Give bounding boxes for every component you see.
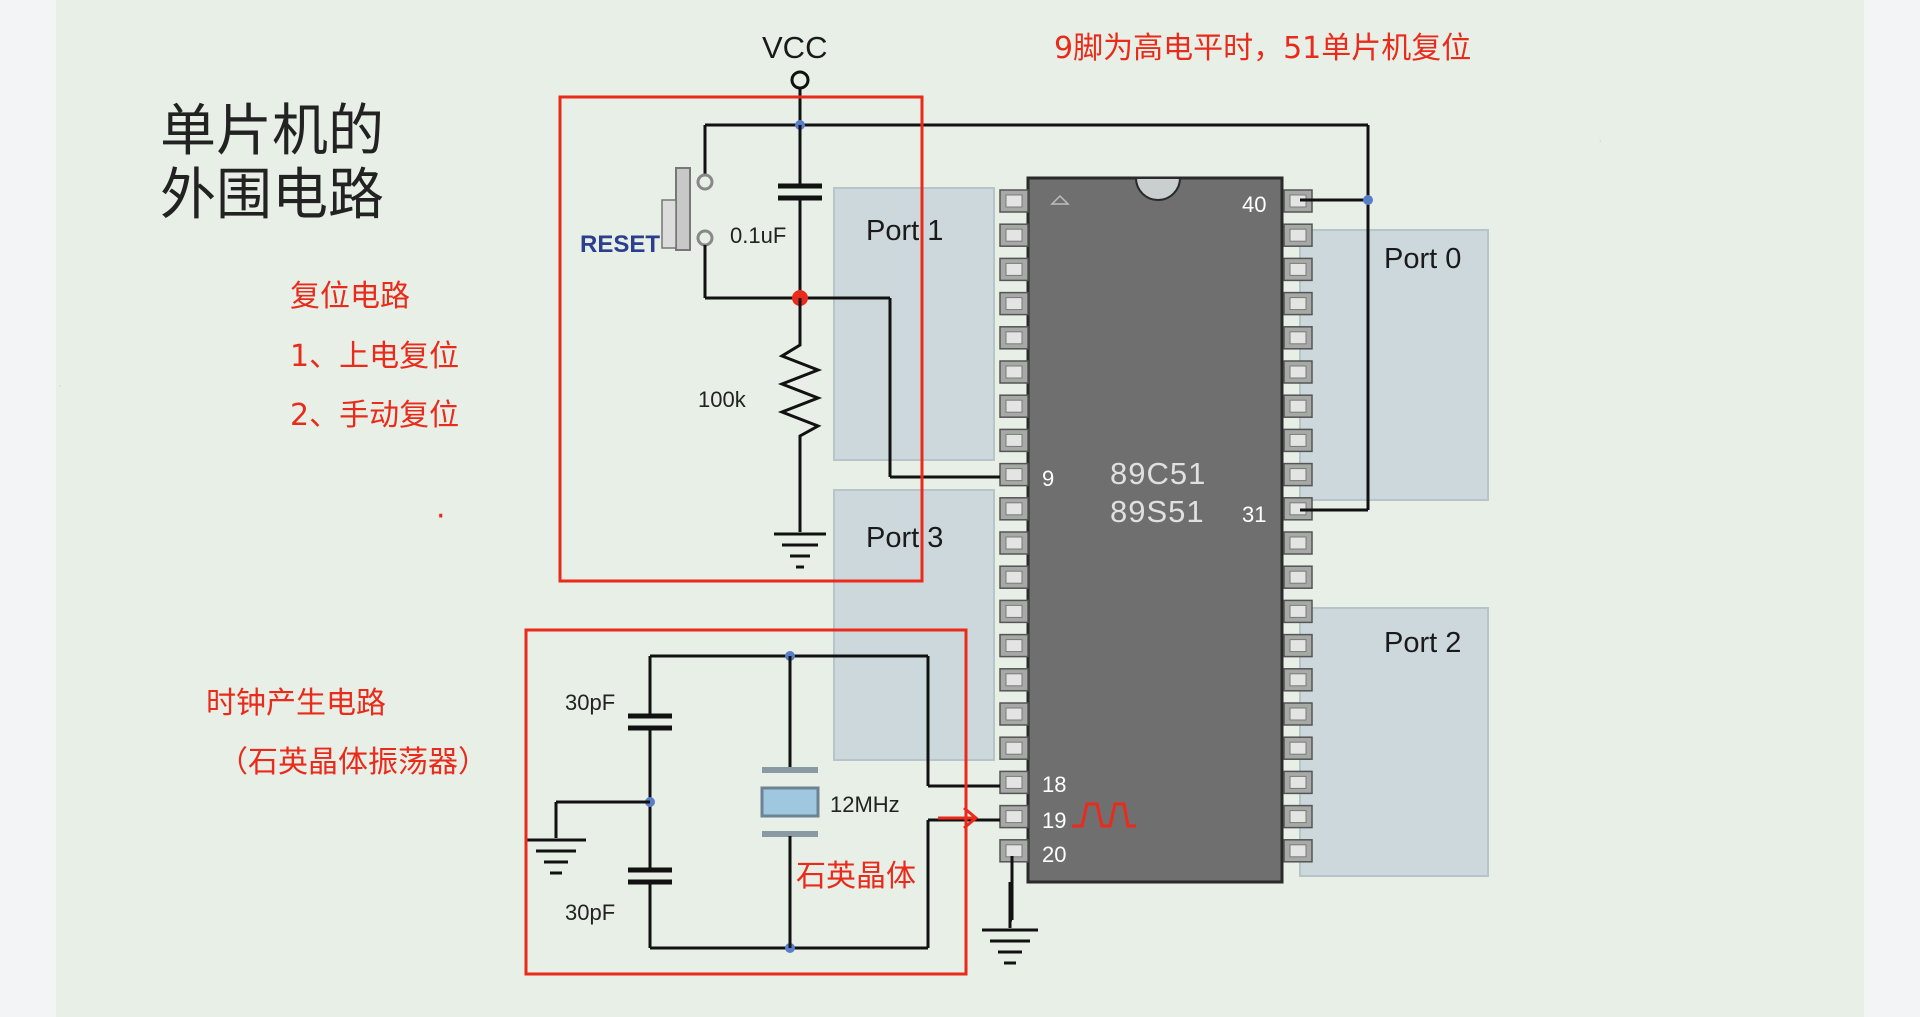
pin-40-label: 40	[1242, 192, 1266, 217]
reset-contact-top	[696, 173, 714, 191]
chip-pin-right-22	[1283, 804, 1313, 829]
pin-31-label: 31	[1242, 502, 1266, 527]
reset-contact-bottom	[696, 229, 714, 247]
chip-pin-right-24	[1283, 736, 1313, 760]
chip-pin-left-12	[999, 565, 1029, 589]
port1-label: Port 1	[866, 215, 943, 247]
chip-pin-left-10	[999, 497, 1029, 521]
port3-label: Port 3	[866, 522, 943, 554]
reset-highlight-box	[558, 95, 924, 583]
chip-pin-right-33	[1283, 428, 1313, 453]
port1-box	[833, 187, 995, 461]
chip-pin-right-38	[1283, 257, 1313, 282]
chip-pin-left-4	[999, 291, 1029, 316]
chip-pin-left-9	[999, 462, 1029, 487]
chip-pin-left-8	[999, 428, 1029, 453]
crystal-label: 12MHz	[830, 792, 900, 817]
chip-pin-right-26	[1283, 668, 1313, 692]
chip-pin-right-39	[1283, 223, 1313, 247]
cap-label: 0.1uF	[730, 223, 786, 248]
chip-pin-right-21	[1283, 839, 1313, 863]
chip-pin-left-16	[999, 702, 1029, 726]
chip-pin-left-2	[999, 223, 1029, 247]
vcc-terminal	[790, 70, 810, 90]
circuit-diagram: · · 89C51 89S51 40 9 31 18 19 20 Port 1 …	[57, 30, 1605, 976]
svg-text:·: ·	[57, 379, 65, 392]
clock-circuit: 30pF 30pF 12MHz	[526, 651, 1038, 965]
watermark: · ·	[57, 134, 1605, 392]
chip-name-1: 89C51	[1110, 456, 1206, 491]
crystal-note: 石英晶体	[796, 859, 916, 894]
pins-right	[1283, 189, 1313, 863]
chip-pin-left-3	[999, 257, 1029, 282]
chip-pin-right-34	[1283, 394, 1313, 418]
pin19-arrow	[938, 806, 979, 830]
c1-label: 30pF	[565, 690, 615, 715]
port2-box	[1299, 607, 1489, 877]
chip-pin-left-11	[999, 531, 1029, 555]
chip-pin-left-6	[999, 360, 1029, 384]
c2-label: 30pF	[565, 900, 615, 925]
port0-label: Port 0	[1384, 243, 1461, 275]
reset-button[interactable]	[675, 167, 691, 251]
chip-pin-left-18	[999, 770, 1029, 795]
crystal-body	[760, 786, 820, 818]
chip-pin-left-13	[999, 599, 1029, 624]
chip-pin-left-14	[999, 633, 1029, 658]
stray-dot: ·	[436, 499, 446, 534]
pin-9-label: 9	[1042, 466, 1054, 491]
pin1-marker	[1050, 194, 1070, 205]
slide: · · 89C51 89S51 40 9 31 18 19 20 Port 1 …	[56, 0, 1864, 1017]
pins-left	[999, 189, 1029, 863]
chip-pin-right-35	[1283, 360, 1313, 384]
chip-pin-left-17	[999, 736, 1029, 760]
title-line-2: 外围电路	[160, 163, 384, 228]
clock-highlight-box	[524, 628, 968, 976]
chip-pin-left-15	[999, 668, 1029, 692]
chip-pin-right-36	[1283, 326, 1313, 350]
chip-pin-right-27	[1283, 633, 1313, 658]
reset-label: RESET	[580, 231, 660, 258]
title-line-1: 单片机的	[160, 99, 384, 164]
clock-subheading: （石英晶体振荡器）	[218, 745, 488, 780]
pin-19-label: 19	[1042, 808, 1066, 833]
chip-pin-left-19	[999, 804, 1029, 829]
chip-pin-right-29	[1283, 565, 1313, 589]
chip-pin-right-32	[1283, 462, 1313, 487]
chip-notch	[1134, 177, 1182, 201]
resistor-label: 100k	[698, 387, 747, 412]
svg-text:·: ·	[1597, 134, 1605, 147]
top-note: 9脚为高电平时，51单片机复位	[1054, 31, 1471, 66]
clock-waveform	[1072, 802, 1136, 828]
pin-18-label: 18	[1042, 772, 1066, 797]
reset-item-2: 2、手动复位	[290, 398, 459, 433]
reset-item-1: 1、上电复位	[290, 339, 459, 374]
chip-pin-right-37	[1283, 291, 1313, 316]
reset-heading: 复位电路	[290, 279, 410, 314]
chip-pin-right-25	[1283, 702, 1313, 726]
vcc-label: VCC	[762, 30, 827, 65]
chip-pin-right-28	[1283, 599, 1313, 624]
clock-heading: 时钟产生电路	[206, 686, 386, 721]
port2-label: Port 2	[1384, 627, 1461, 659]
chip-pin-left-5	[999, 326, 1029, 350]
pin-20-label: 20	[1042, 842, 1066, 867]
reset-circuit: VCC RESET 0.1uF 100k	[580, 30, 1373, 569]
chip-pin-left-20	[999, 839, 1029, 863]
chip-pin-left-7	[999, 394, 1029, 418]
chip-pin-left-1	[999, 189, 1029, 213]
chip-pin-right-30	[1283, 531, 1313, 555]
chip-name-2: 89S51	[1110, 494, 1205, 529]
chip-pin-right-23	[1283, 770, 1313, 795]
junction-pin40	[1363, 195, 1373, 205]
